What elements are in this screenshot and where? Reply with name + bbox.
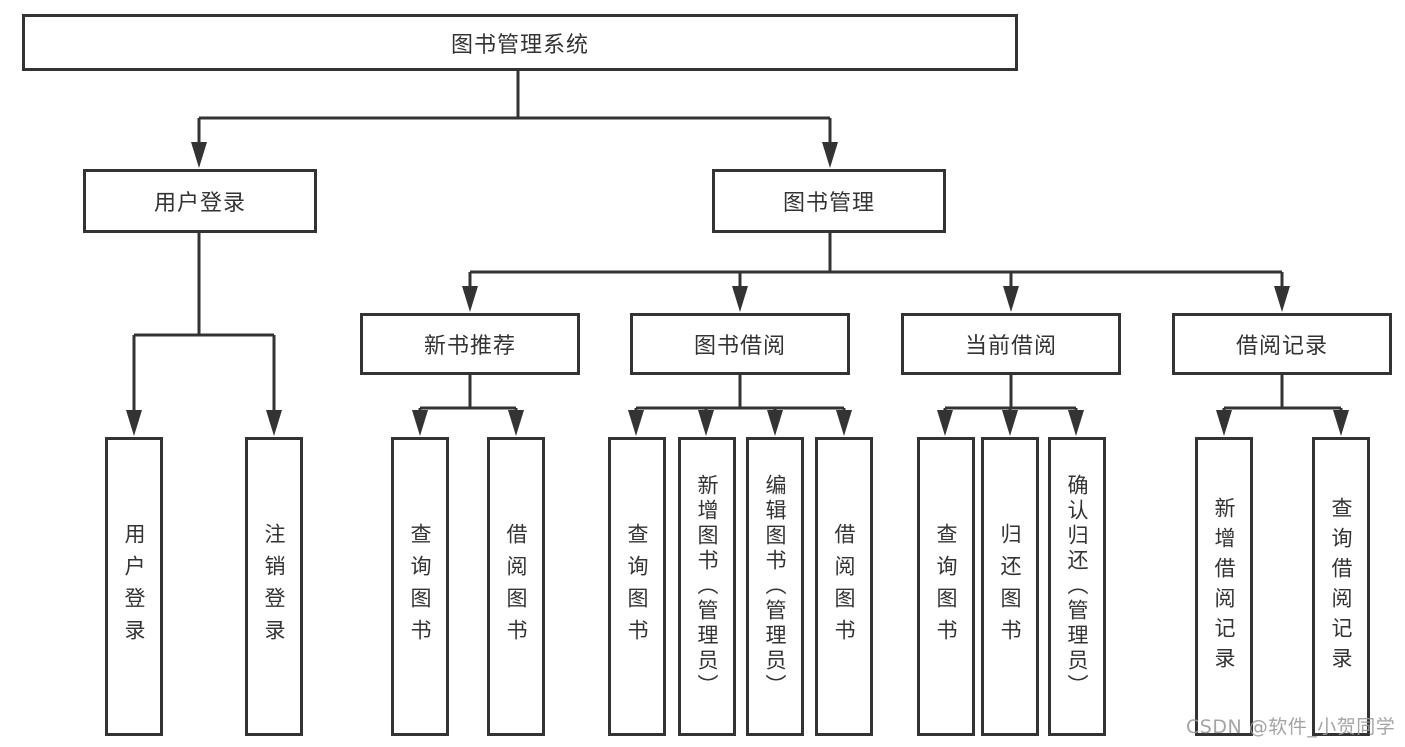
node-borrow-records: 借阅记录 [1172, 313, 1392, 375]
arrowhead-down-icon [462, 286, 478, 312]
arrowhead-down-icon [508, 410, 524, 436]
arrowhead-down-icon [191, 142, 207, 168]
leaf-query-books-current: 查询图书 [917, 437, 975, 736]
arrowhead-down-icon [1068, 410, 1084, 436]
csdn-watermark: CSDN @软件_小贺同学 [1186, 716, 1396, 738]
leaf-borrow-books-recommend: 借阅图书 [487, 437, 545, 736]
arrowhead-down-icon [767, 410, 783, 436]
node-book-borrow: 图书借阅 [630, 313, 850, 375]
leaf-query-borrow-record: 查询借阅记录 [1312, 437, 1370, 736]
node-current-borrow: 当前借阅 [901, 313, 1121, 375]
connector-current-borrow-to-leaves [943, 375, 1078, 414]
arrowhead-down-icon [732, 286, 748, 312]
node-user-login-branch: 用户登录 [83, 169, 317, 233]
arrowhead-down-icon [836, 410, 852, 436]
leaf-borrow-books: 借阅图书 [815, 437, 873, 736]
node-root-system: 图书管理系统 [22, 14, 1018, 71]
node-new-book-recommend: 新书推荐 [360, 313, 580, 375]
arrowhead-down-icon [1274, 286, 1290, 312]
connector-borrow-records-to-leaves [1222, 375, 1343, 414]
leaf-user-login: 用户登录 [105, 437, 163, 736]
connector-book-borrow-to-leaves [634, 375, 846, 414]
leaf-add-books-admin: 新增图书（管理员） [678, 437, 736, 736]
arrowhead-down-icon [412, 410, 428, 436]
arrowhead-down-icon [1002, 410, 1018, 436]
leaf-edit-books-admin: 编辑图书（管理员） [746, 437, 804, 736]
connector-new-books-to-leaves [418, 375, 518, 414]
arrowhead-down-icon [937, 410, 953, 436]
arrowhead-down-icon [126, 410, 142, 436]
arrowhead-down-icon [266, 410, 282, 436]
leaf-add-borrow-record: 新增借阅记录 [1195, 437, 1253, 736]
arrowhead-down-icon [1216, 410, 1232, 436]
arrowheads [126, 142, 1349, 436]
arrowhead-down-icon [628, 410, 644, 436]
leaf-query-books-borrow: 查询图书 [608, 437, 666, 736]
connector-book-mgmt-to-level3 [468, 233, 1284, 290]
leaf-return-books: 归还图书 [981, 437, 1039, 736]
connector-strokes [132, 71, 1343, 414]
arrowhead-down-icon [822, 142, 838, 168]
arrowhead-down-icon [698, 410, 714, 436]
leaf-logout: 注销登录 [245, 437, 303, 736]
arrowhead-down-icon [1003, 286, 1019, 312]
connector-root-to-level2 [197, 71, 832, 146]
connector-user-login-to-leaves [132, 233, 276, 414]
node-book-management-branch: 图书管理 [712, 169, 946, 233]
leaf-confirm-return-admin: 确认归还（管理员） [1048, 437, 1106, 736]
arrowhead-down-icon [1333, 410, 1349, 436]
leaf-query-books-recommend: 查询图书 [391, 437, 449, 736]
